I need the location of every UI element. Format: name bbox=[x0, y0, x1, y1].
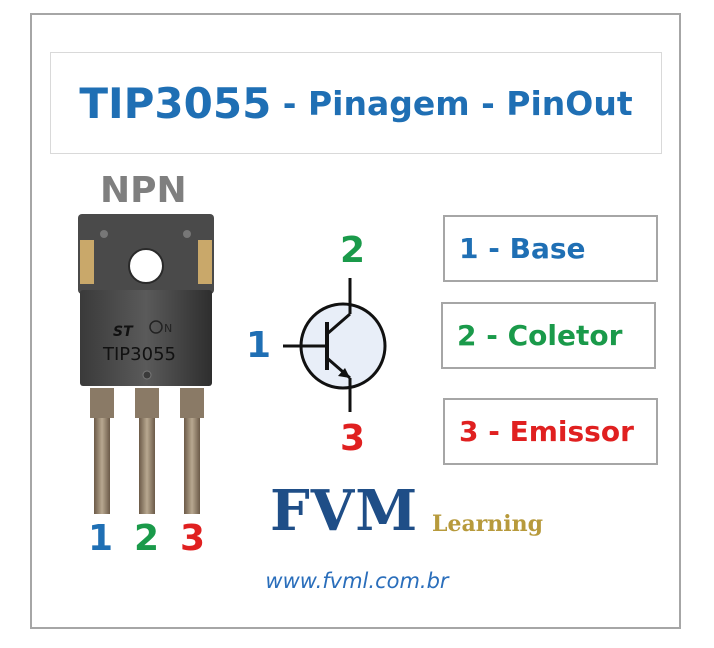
mounting-hole bbox=[128, 248, 164, 284]
collector-diag bbox=[326, 312, 351, 336]
package-marking: TIP3055 bbox=[103, 344, 176, 365]
page-title: TIP3055 - Pinagem - PinOut bbox=[51, 53, 661, 153]
legend-emitter-text: 3 - Emissor bbox=[459, 415, 634, 448]
legend-base: 1 - Base bbox=[443, 215, 658, 282]
legend-emitter: 3 - Emissor bbox=[443, 398, 658, 465]
leg-1 bbox=[94, 390, 110, 514]
package-pin-2: 2 bbox=[134, 518, 160, 559]
leg-3 bbox=[184, 390, 200, 514]
st-logo: ST bbox=[113, 324, 134, 340]
package-pin-3: 3 bbox=[180, 518, 206, 559]
leg-2 bbox=[139, 390, 155, 514]
svg-text:N: N bbox=[164, 322, 172, 335]
e3-mark-icon bbox=[149, 320, 163, 334]
body-dimple bbox=[142, 370, 152, 380]
tab-pin-left bbox=[100, 230, 108, 238]
legend-collector-text: 2 - Coletor bbox=[457, 319, 623, 352]
brand-tagline: Learning bbox=[432, 511, 544, 537]
website-url: www.fvml.com.br bbox=[265, 569, 449, 593]
legend-collector: 2 - Coletor bbox=[441, 302, 656, 369]
title-part: TIP3055 bbox=[79, 78, 272, 128]
package-body bbox=[80, 290, 212, 386]
symbol-pin-emitter: 3 bbox=[340, 418, 366, 459]
package-pin-1: 1 bbox=[88, 518, 114, 559]
transistor-type-label: NPN bbox=[100, 170, 187, 211]
legend-base-text: 1 - Base bbox=[459, 232, 586, 265]
symbol-pin-base: 1 bbox=[246, 325, 272, 366]
brand-logo: FVM bbox=[270, 478, 419, 544]
tab-left-flange bbox=[80, 240, 94, 284]
title-rest: - Pinagem - PinOut bbox=[271, 83, 633, 123]
outer-frame bbox=[30, 13, 681, 629]
symbol-pin-collector: 2 bbox=[340, 230, 366, 271]
emitter-arrow-icon bbox=[338, 368, 350, 378]
tab-pin-right bbox=[183, 230, 191, 238]
npn-symbol bbox=[283, 278, 387, 412]
tab-right-flange bbox=[198, 240, 212, 284]
title-box: TIP3055 - Pinagem - PinOut bbox=[50, 52, 662, 154]
